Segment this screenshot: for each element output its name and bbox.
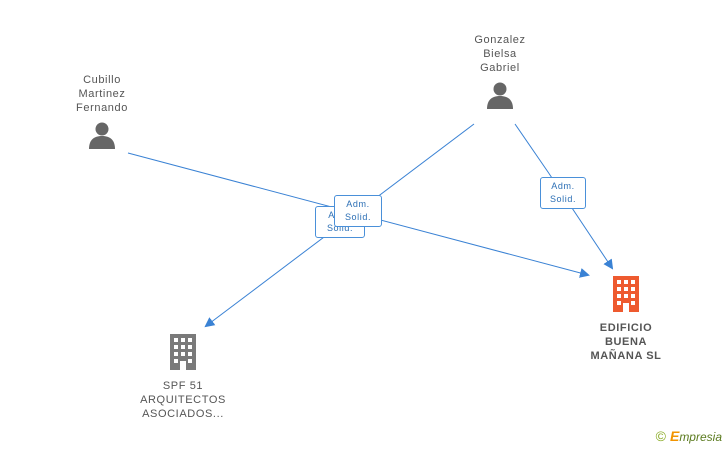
brand-initial: E: [669, 428, 680, 444]
building-icon: [613, 276, 639, 312]
footer-brand: ©Empresia: [656, 428, 722, 444]
node-label: Gonzalez Bielsa Gabriel: [474, 34, 526, 74]
node-edificio[interactable]: EDIFICIO BUENA MAÑANA SL: [578, 276, 674, 363]
node-gonzalez[interactable]: Gonzalez Bielsa Gabriel: [452, 33, 548, 114]
node-cubillo[interactable]: Cubillo Martinez Fernando: [54, 73, 150, 154]
node-label: SPF 51 ARQUITECTOS ASOCIADOS...: [140, 380, 226, 420]
person-icon: [487, 82, 513, 109]
edge-label-right[interactable]: Adm. Solid.: [540, 177, 586, 209]
copyright-icon: ©: [655, 428, 666, 444]
building-icon: [170, 334, 196, 370]
node-label: Cubillo Martinez Fernando: [76, 74, 128, 114]
brand-name: mpresia: [679, 430, 722, 444]
edge-label-front[interactable]: Adm. Solid.: [334, 195, 382, 227]
edge-gonzalez-edificio: [514, 123, 614, 270]
node-spf[interactable]: SPF 51 ARQUITECTOS ASOCIADOS...: [128, 334, 238, 421]
person-icon: [89, 122, 115, 149]
node-label: EDIFICIO BUENA MAÑANA SL: [590, 322, 662, 362]
